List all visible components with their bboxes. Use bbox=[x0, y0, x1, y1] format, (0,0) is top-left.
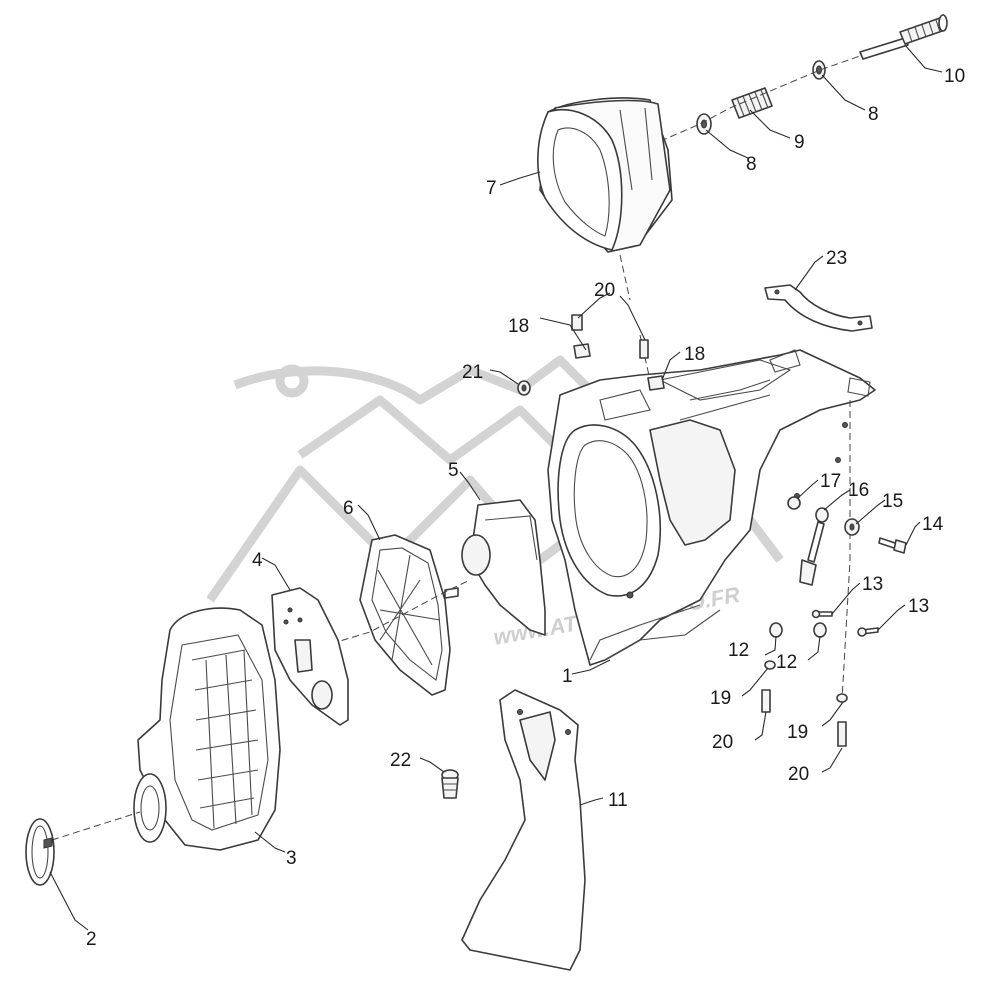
leader-lines bbox=[49, 44, 943, 931]
part-20-pin-c bbox=[639, 339, 649, 359]
part-4-plate bbox=[271, 587, 349, 726]
callout-1: 1 bbox=[562, 666, 573, 687]
part-12-nut-b bbox=[813, 622, 827, 638]
callout-labels: 1 2 3 4 5 6 7 8 8 9 10 11 12 12 13 13 14… bbox=[86, 66, 965, 950]
callout-17: 17 bbox=[820, 471, 841, 492]
axis-line-fastener bbox=[639, 55, 861, 151]
part-20-pin-a bbox=[761, 689, 771, 713]
part-15-washer bbox=[844, 518, 860, 536]
callout-21: 21 bbox=[462, 362, 483, 383]
part-3-intake-housing bbox=[133, 607, 281, 851]
callout-5: 5 bbox=[448, 460, 459, 481]
callout-20-a: 20 bbox=[712, 732, 733, 753]
part-11-flap bbox=[461, 689, 586, 971]
callout-15: 15 bbox=[882, 491, 903, 512]
axis-line-right bbox=[841, 400, 851, 701]
callout-22: 22 bbox=[390, 750, 411, 771]
part-9-spring bbox=[731, 87, 773, 119]
callout-3: 3 bbox=[286, 848, 297, 869]
callout-13-a: 13 bbox=[862, 574, 883, 595]
part-19-clip-b bbox=[836, 693, 848, 703]
callout-18-b: 18 bbox=[684, 344, 705, 365]
part-6-filter-frame bbox=[359, 534, 459, 696]
callout-12-b: 12 bbox=[776, 652, 797, 673]
callout-12-a: 12 bbox=[728, 640, 749, 661]
callout-13-b: 13 bbox=[908, 596, 929, 617]
axis-line-left bbox=[309, 579, 471, 651]
callout-16: 16 bbox=[848, 480, 869, 501]
part-13-screw-b bbox=[857, 627, 879, 637]
part-5-plate bbox=[461, 499, 546, 636]
part-16-clip bbox=[799, 507, 829, 586]
part-22-drain bbox=[441, 769, 459, 799]
part-20-pin-top bbox=[571, 314, 583, 331]
part-12-nut-a bbox=[769, 622, 783, 638]
part-7-filter-cage bbox=[537, 97, 673, 253]
part-23-bracket bbox=[764, 284, 873, 332]
axis-line-intake bbox=[51, 811, 141, 841]
callout-8-upper: 8 bbox=[868, 104, 879, 125]
part-13-screw-a bbox=[811, 609, 833, 619]
callout-19-a: 19 bbox=[710, 688, 731, 709]
part-18-clip-a bbox=[573, 343, 591, 359]
part-2-clamp bbox=[25, 818, 55, 886]
callout-9: 9 bbox=[794, 132, 805, 153]
part-10-screw bbox=[859, 14, 948, 60]
callout-20-top: 20 bbox=[594, 280, 615, 301]
part-14-bolt bbox=[878, 537, 907, 554]
part-17-grommet bbox=[787, 496, 801, 510]
callout-23: 23 bbox=[826, 248, 847, 269]
callout-8-lower: 8 bbox=[746, 154, 757, 175]
callout-10: 10 bbox=[944, 66, 965, 87]
part-19-clip-a bbox=[764, 660, 776, 670]
callout-11: 11 bbox=[608, 790, 628, 811]
part-20-pin-b bbox=[837, 721, 847, 747]
callout-18-a: 18 bbox=[508, 316, 529, 337]
part-8-washer-lower bbox=[696, 113, 712, 135]
part-1-airbox bbox=[547, 349, 876, 666]
axis-line-filter bbox=[619, 254, 631, 301]
callout-20-b: 20 bbox=[788, 764, 809, 785]
part-21-grommet bbox=[517, 380, 531, 396]
callout-7: 7 bbox=[486, 178, 497, 199]
callout-2: 2 bbox=[86, 929, 97, 950]
callout-6: 6 bbox=[343, 498, 354, 519]
part-18-clip-b bbox=[647, 375, 665, 391]
callout-19-b: 19 bbox=[787, 722, 808, 743]
callout-4: 4 bbox=[252, 550, 263, 571]
callout-14: 14 bbox=[922, 514, 944, 535]
